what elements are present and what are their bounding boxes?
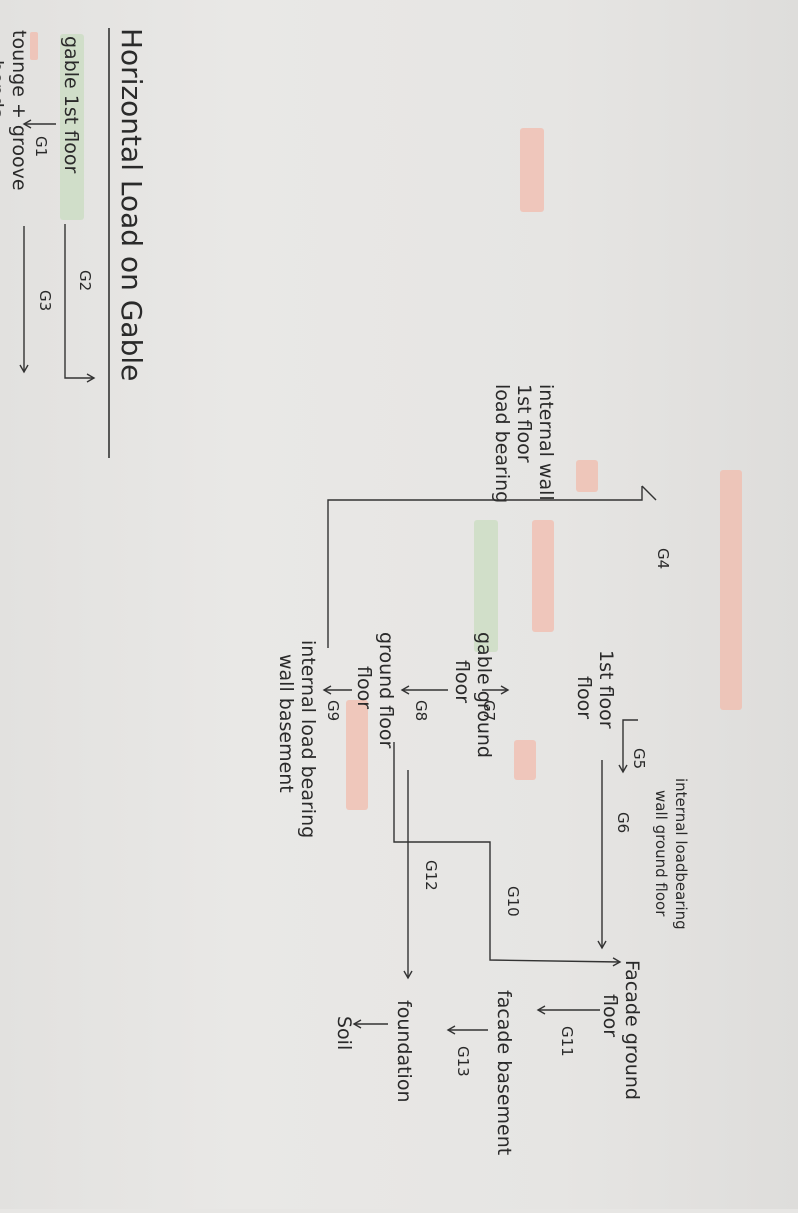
node-facade-ground-line2: floor	[599, 994, 621, 1037]
node-internal-wall-line2: 1st floor	[513, 384, 535, 463]
node-first-floor-line1: 1st floor	[595, 650, 617, 729]
highlight-ground-floor	[532, 520, 554, 632]
edge-g6-label: G6	[614, 812, 632, 833]
node-soil: Soil	[333, 1016, 355, 1050]
edge-g5-arrow	[618, 719, 638, 774]
edge-g7-label: G7	[480, 700, 498, 721]
highlight-1st-floor	[520, 128, 544, 212]
highlight-foundation	[514, 740, 536, 780]
node-internal-basement-line2: wall basement	[275, 654, 297, 793]
node-internal-wall-line3: load bearing	[491, 384, 513, 503]
edge-g4-arrowhead	[641, 485, 657, 501]
highlight-internal-ground	[720, 470, 742, 710]
highlight-tounge-groove	[30, 32, 38, 60]
node-facade-basement: facade basement	[493, 990, 515, 1155]
node-internal-wall-line1: internal wall	[535, 384, 557, 501]
node-internal-ground-line1: internal loadbearing	[672, 778, 690, 930]
node-tounge-groove-line1: tounge + groove	[8, 30, 30, 191]
edge-g1-label: G1	[32, 136, 50, 157]
node-foundation: foundation	[393, 1000, 415, 1103]
edge-g4-label: G4	[654, 548, 672, 569]
edge-g2-label: G2	[76, 270, 94, 291]
edge-g10-arrow	[393, 742, 622, 967]
node-ground-floor-line2: floor	[353, 666, 375, 709]
diagram-title: Horizontal Load on Gable	[115, 28, 148, 381]
highlight-gable-1st-floor	[60, 34, 84, 220]
node-internal-ground-line2: wall ground floor	[652, 790, 670, 917]
highlight-internal-basement	[346, 700, 368, 810]
edge-g5-label: G5	[630, 748, 648, 769]
node-gable-ground-line2: floor	[451, 660, 473, 703]
node-internal-basement-line1: internal load bearing	[297, 640, 319, 838]
edge-g8-label: G8	[412, 700, 430, 721]
edge-g10-label: G10	[504, 886, 522, 917]
node-ground-floor-line1: ground floor	[375, 632, 397, 748]
edge-g2-arrow	[64, 224, 96, 383]
node-tounge-groove-line2: bonds	[0, 60, 7, 118]
edge-g12-label: G12	[422, 860, 440, 891]
edge-g11-label: G11	[558, 1026, 576, 1057]
edge-g9-label: G9	[324, 700, 342, 721]
edge-g4-line	[327, 486, 643, 648]
node-first-floor-line2: floor	[573, 676, 595, 719]
node-gable-ground-line1: gable ground	[473, 632, 495, 758]
highlight-facade-ground	[576, 460, 598, 492]
node-gable-1st-floor: gable 1st floor	[60, 36, 82, 173]
edge-g13-label: G13	[454, 1046, 472, 1077]
edge-g3-label: G3	[36, 290, 54, 311]
node-facade-ground-line1: Facade ground	[621, 960, 643, 1100]
highlight-gable-ground	[474, 520, 498, 652]
